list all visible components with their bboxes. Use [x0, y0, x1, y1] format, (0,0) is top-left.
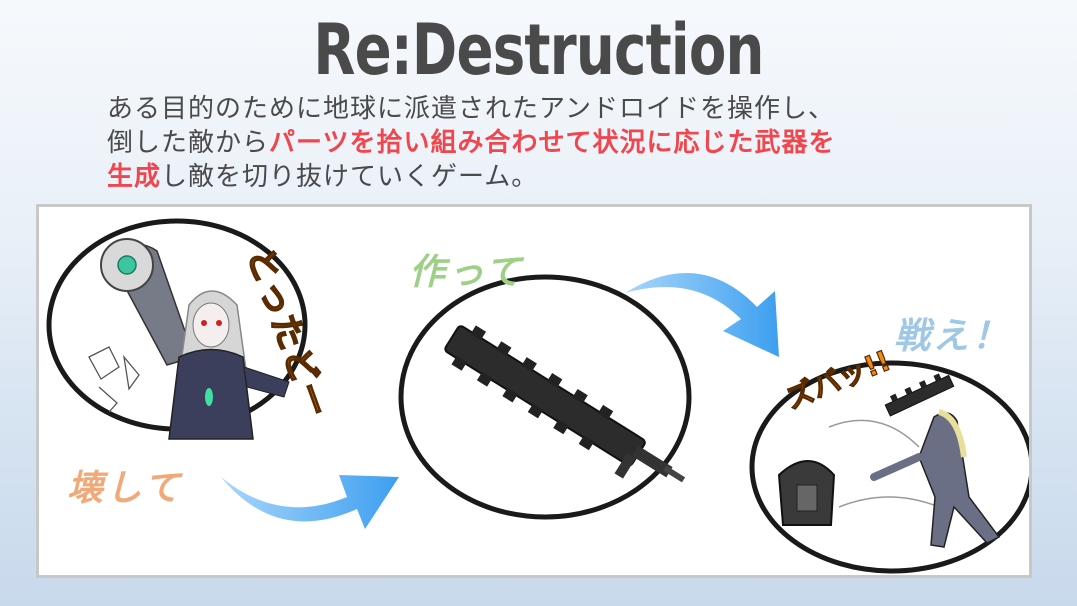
description-line-3-plain: し敵を切り抜けていくゲーム。	[161, 162, 539, 192]
make-illustration	[398, 274, 692, 520]
step-fight-label: 戦え！	[894, 316, 1012, 357]
description-line-2-highlight: パーツを拾い組み合わせて状況に応じた武器を	[269, 128, 836, 158]
destroy-illustration: とったどー	[46, 218, 338, 440]
step-destroy-label: 壊して	[67, 468, 183, 509]
arrow-destroy-to-make	[221, 475, 399, 529]
arrow-make-to-fight	[625, 273, 779, 357]
description-line-3-highlight: 生成	[107, 162, 162, 192]
page-title: Re:Destruction	[313, 9, 764, 91]
illustration-panel: とったどー	[36, 204, 1032, 578]
description-line-3: 生成し敵を切り抜けていくゲーム。	[107, 160, 1007, 194]
game-description: ある目的のために地球に派遣されたアンドロイドを操作し、 倒した敵からパーツを拾い…	[107, 92, 1007, 194]
description-line-2: 倒した敵からパーツを拾い組み合わせて状況に応じた武器を	[107, 126, 1007, 160]
step-make-label: 作って	[409, 252, 525, 293]
description-line-2-plain: 倒した敵から	[107, 128, 270, 158]
illustration-svg: とったどー	[46, 218, 1029, 574]
fight-illustration: ズバッ!!	[749, 343, 1029, 574]
description-line-1: ある目的のために地球に派遣されたアンドロイドを操作し、	[107, 94, 835, 124]
